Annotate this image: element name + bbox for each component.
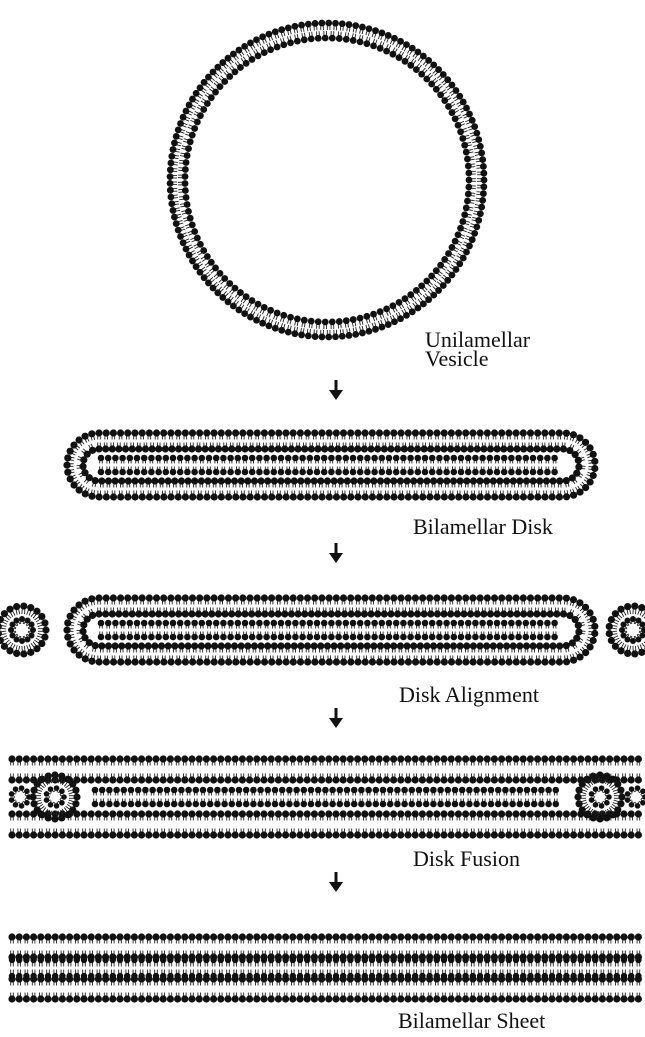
- label-bilamellar-disk: Bilamellar Disk: [413, 517, 553, 537]
- unilamellar-vesicle: [167, 20, 488, 341]
- disk-alignment: [63, 594, 598, 665]
- disk-fusion: [8, 755, 645, 838]
- bilamellar-disk: [63, 429, 598, 500]
- arrow-3: [329, 708, 343, 728]
- arrow-1: [329, 380, 343, 400]
- arrow-2: [329, 543, 343, 563]
- label-bilamellar-sheet: Bilamellar Sheet: [398, 1011, 545, 1031]
- label-disk-alignment: Disk Alignment: [399, 685, 539, 705]
- arrow-4: [329, 872, 343, 892]
- neighbour-disk-left: [0, 602, 50, 657]
- neighbour-disk-right: [606, 602, 645, 657]
- bilamellar-sheet: [8, 933, 642, 1002]
- label-vesicle: Vesicle: [425, 349, 489, 369]
- label-disk-fusion: Disk Fusion: [413, 849, 520, 869]
